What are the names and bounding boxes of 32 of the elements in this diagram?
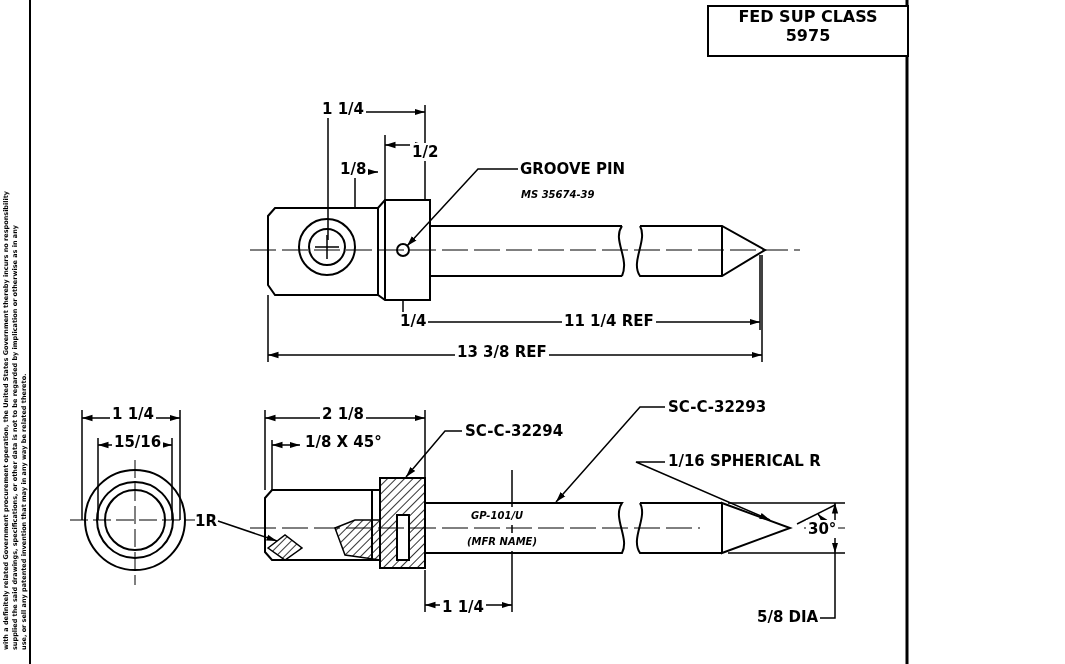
callout-label: SC-C-32293 xyxy=(668,398,767,416)
dimension-text: 1/2 xyxy=(410,143,441,161)
shaft xyxy=(425,502,626,554)
dimension-text: 1 1/4 xyxy=(440,598,486,616)
pin-hole xyxy=(396,243,410,257)
callout-label: SC-C-32294 xyxy=(465,422,564,440)
title-block xyxy=(707,5,909,57)
dimension-text: 15/16 xyxy=(112,433,164,451)
marking-text: (MFR NAME) xyxy=(466,533,538,551)
callout-label: 1R xyxy=(195,512,217,530)
dimension-text: 1/4 xyxy=(398,312,429,330)
leader-line xyxy=(406,168,519,247)
leader-line xyxy=(405,430,463,478)
dimension-text: 1/8 xyxy=(338,160,369,178)
leader-line xyxy=(217,520,278,542)
callout-label: GROOVE PIN xyxy=(520,160,626,178)
dimension-text: 1/8 X 45° xyxy=(303,433,384,451)
dimension-text: 11 1/4 REF xyxy=(562,312,656,330)
dimension-text: 5/8 DIA xyxy=(755,608,821,626)
class-number: 5975 xyxy=(784,26,832,45)
dimension-text: 2 1/8 xyxy=(320,405,366,423)
cone-tip xyxy=(721,501,793,555)
callout-label: 1/16 SPHERICAL R xyxy=(668,452,821,470)
hatched-section xyxy=(266,534,304,561)
class-heading: FED SUP CLASS xyxy=(737,7,879,26)
leader-line xyxy=(635,461,771,521)
dimension-text: 1 1/4 xyxy=(110,405,156,423)
angle-text: 30° xyxy=(806,520,839,538)
dimension-text: 1 1/4 xyxy=(320,100,366,118)
leader-line xyxy=(555,406,666,503)
dimension-text: 13 3/8 REF xyxy=(455,343,549,361)
marking-text: GP-101/U xyxy=(470,507,525,525)
